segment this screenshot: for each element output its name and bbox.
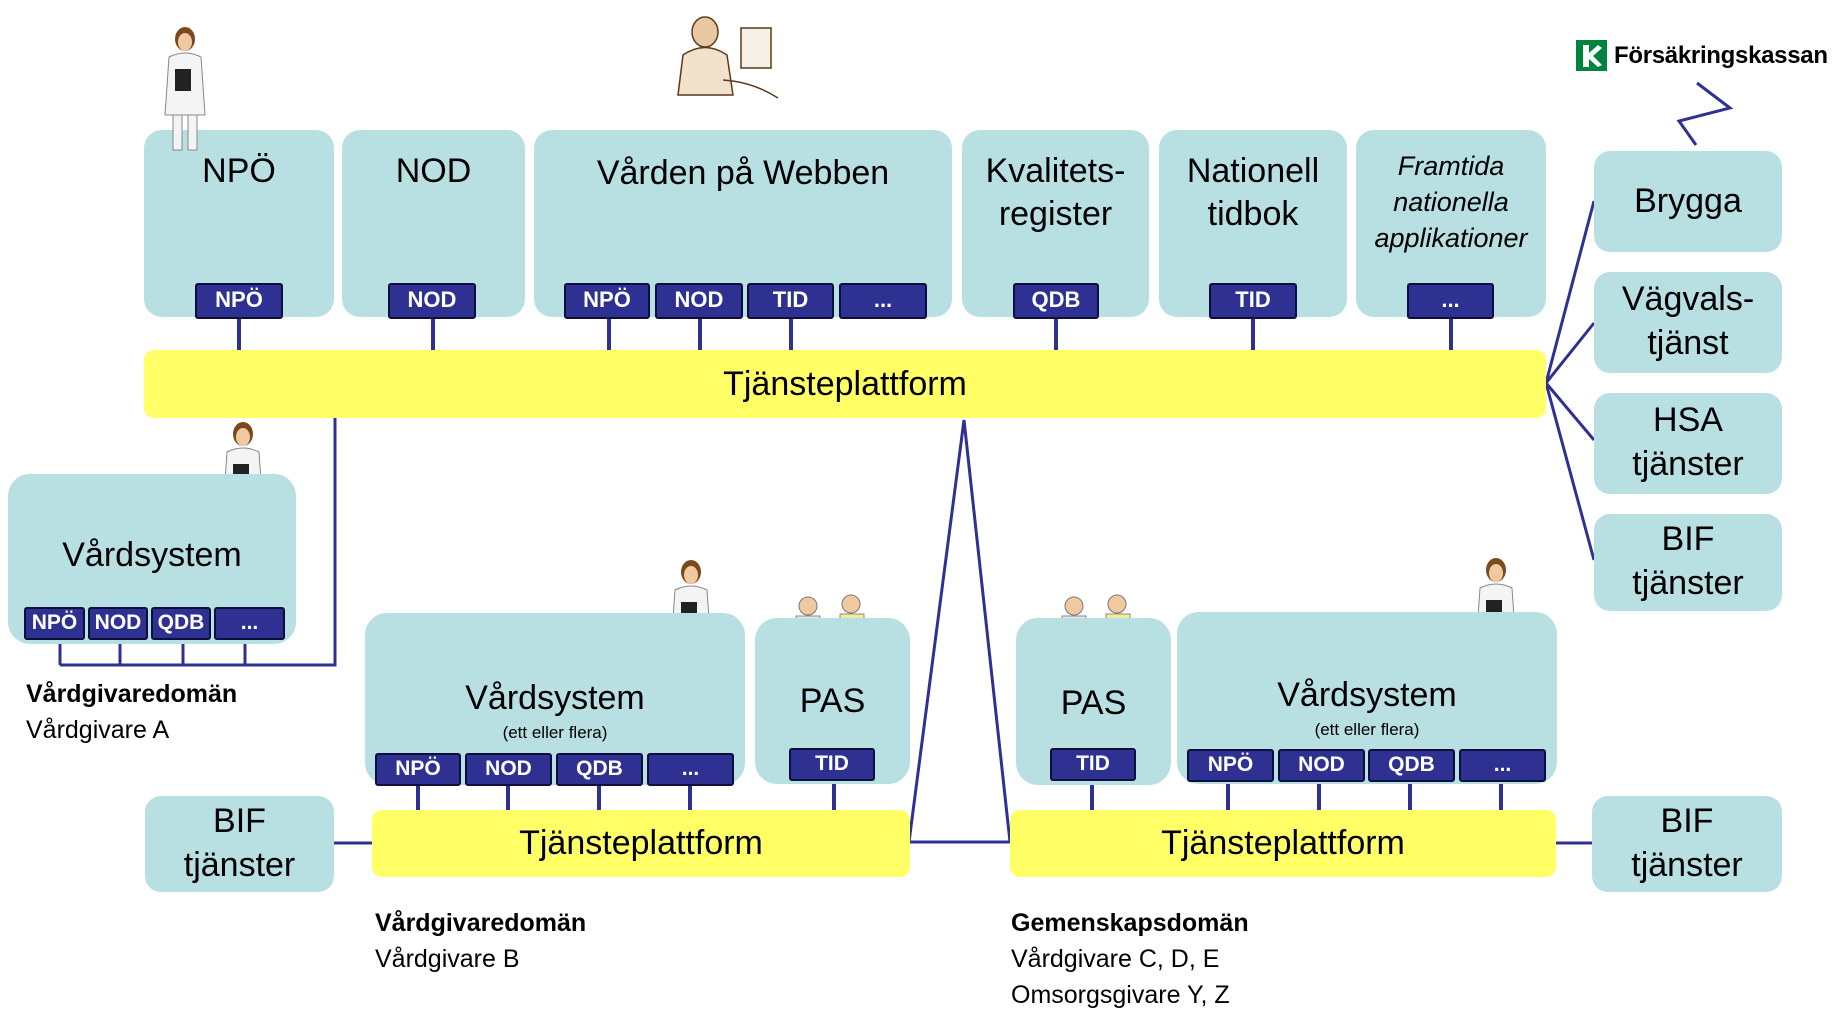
tag-more: ... bbox=[1459, 749, 1546, 782]
app-npo: NPÖ NPÖ bbox=[144, 130, 334, 319]
app-framtida-applikationer: Framtida nationella applikationer ... bbox=[1356, 130, 1546, 319]
app-varden-pa-webben: Vården på Webben NPÖ NOD TID ... bbox=[534, 130, 952, 319]
app-framtida-line3: applikationer bbox=[1374, 223, 1528, 253]
service-bif: BIF tjänster bbox=[1594, 514, 1782, 611]
tag-qdb: QDB bbox=[556, 753, 643, 786]
domain-c-pas-title: PAS bbox=[1060, 684, 1127, 722]
app-kvalitetsregister-line1: Kvalitets- bbox=[985, 152, 1126, 190]
domain-c-vardsystem-subtitle: (ett eller flera) bbox=[1314, 720, 1420, 739]
service-vagval-line2: tjänst bbox=[1647, 324, 1729, 362]
domain-b-vardsystem-subtitle: (ett eller flera) bbox=[502, 723, 608, 742]
tag-more: ... bbox=[214, 607, 285, 640]
app-kvalitetsregister: Kvalitets- register QDB bbox=[962, 130, 1149, 319]
doctor-icon bbox=[164, 27, 206, 151]
service-vagval: Vägvals- tjänst bbox=[1594, 272, 1782, 373]
app-framtida-line2: nationella bbox=[1393, 187, 1509, 217]
app-kvalitetsregister-line2: register bbox=[998, 195, 1113, 233]
tag-tid: TID bbox=[747, 283, 834, 319]
domain-b-label: Vårdgivaredomän Vårdgivare B bbox=[375, 905, 586, 977]
tag-npo: NPÖ bbox=[24, 607, 85, 640]
tag-qdb: QDB bbox=[1013, 283, 1099, 319]
app-nod: NOD NOD bbox=[342, 130, 525, 319]
domain-c-platform: Tjänsteplattform bbox=[1010, 810, 1556, 877]
domain-c-pas: PAS TID bbox=[1016, 618, 1171, 785]
domain-b-bif-line1: BIF bbox=[213, 802, 266, 840]
tag-more: ... bbox=[1407, 283, 1494, 319]
service-brygga: Brygga bbox=[1594, 151, 1782, 252]
service-bif-line1: BIF bbox=[1661, 520, 1715, 558]
domain-c-label-line1: Vårdgivare C, D, E bbox=[1011, 945, 1220, 973]
domain-a-label: Vårdgivaredomän Vårdgivare A bbox=[26, 676, 237, 748]
domain-c-bif-line2: tjänster bbox=[1631, 846, 1743, 884]
domain-c-label-line2: Omsorgsgivare Y, Z bbox=[1011, 981, 1230, 1009]
app-npo-title: NPÖ bbox=[202, 152, 276, 190]
tag-tid: TID bbox=[789, 748, 875, 781]
tag-qdb: QDB bbox=[151, 607, 211, 640]
tag-qdb: QDB bbox=[1368, 749, 1455, 782]
domain-b-bif-service: BIF tjänster bbox=[145, 796, 334, 892]
app-varden-pa-webben-title: Vården på Webben bbox=[596, 154, 890, 192]
domain-b-pas: PAS TID bbox=[755, 618, 910, 784]
domain-b-bif-line2: tjänster bbox=[183, 846, 296, 884]
domain-a-vardsystem-title: Vårdsystem bbox=[62, 536, 242, 574]
app-nationell-tidbok: Nationell tidbok TID bbox=[1159, 130, 1347, 319]
service-hsa-line1: HSA bbox=[1653, 401, 1723, 439]
app-nod-title: NOD bbox=[395, 152, 472, 190]
forsakringskassan-logo: Försäkringskassan bbox=[1576, 40, 1845, 74]
tag-npo: NPÖ bbox=[375, 753, 461, 786]
domain-a-label-bold: Vårdgivaredomän bbox=[26, 680, 238, 708]
service-hsa-line2: tjänster bbox=[1632, 445, 1744, 483]
domain-b-vardsystem-title: Vårdsystem bbox=[465, 679, 645, 717]
service-hsa: HSA tjänster bbox=[1594, 393, 1782, 494]
domain-a-label-text: Vårdgivare A bbox=[26, 716, 170, 744]
tag-tid: TID bbox=[1209, 283, 1297, 319]
tag-npo: NPÖ bbox=[195, 283, 283, 319]
app-nationell-tidbok-line1: Nationell bbox=[1186, 152, 1320, 190]
national-platform: Tjänsteplattform bbox=[144, 350, 1546, 418]
forsakringskassan-logo-icon bbox=[1576, 40, 1607, 71]
forsakringskassan-logo-text: Försäkringskassan bbox=[1614, 42, 1828, 69]
domain-b-label-text: Vårdgivare B bbox=[375, 945, 520, 973]
domain-c-label-bold: Gemenskapsdomän bbox=[1011, 909, 1249, 937]
domain-b-pas-title: PAS bbox=[799, 682, 866, 720]
tag-nod: NOD bbox=[88, 607, 148, 640]
tag-more: ... bbox=[647, 753, 734, 786]
tag-nod: NOD bbox=[465, 753, 552, 786]
tag-nod: NOD bbox=[655, 283, 743, 319]
service-bif-line2: tjänster bbox=[1632, 564, 1744, 602]
domain-c-vardsystem-title: Vårdsystem bbox=[1277, 676, 1457, 714]
domain-b-platform: Tjänsteplattform bbox=[372, 810, 910, 877]
tag-npo: NPÖ bbox=[1187, 749, 1274, 782]
domain-c-label: Gemenskapsdomän Vårdgivare C, D, E Omsor… bbox=[1011, 905, 1249, 1013]
domain-a-vardsystem: Vårdsystem NPÖ NOD QDB ... bbox=[8, 474, 296, 644]
domain-b-vardsystem: Vårdsystem (ett eller flera) NPÖ NOD QDB… bbox=[365, 613, 745, 786]
tag-nod: NOD bbox=[1278, 749, 1365, 782]
tag-npo: NPÖ bbox=[564, 283, 650, 319]
office-worker-icon bbox=[677, 16, 779, 99]
app-framtida-line1: Framtida bbox=[1397, 151, 1505, 181]
service-brygga-label: Brygga bbox=[1634, 182, 1742, 220]
domain-c-bif-service: BIF tjänster bbox=[1592, 796, 1782, 892]
domain-c-bif-line1: BIF bbox=[1660, 802, 1714, 840]
tag-more: ... bbox=[839, 283, 927, 319]
service-vagval-line1: Vägvals- bbox=[1621, 280, 1755, 318]
tag-tid: TID bbox=[1050, 748, 1136, 781]
domain-c-vardsystem: Vårdsystem (ett eller flera) NPÖ NOD QDB… bbox=[1177, 612, 1557, 784]
tag-nod: NOD bbox=[388, 283, 476, 319]
domain-b-label-bold: Vårdgivaredomän bbox=[375, 909, 587, 937]
app-nationell-tidbok-line2: tidbok bbox=[1207, 195, 1299, 233]
